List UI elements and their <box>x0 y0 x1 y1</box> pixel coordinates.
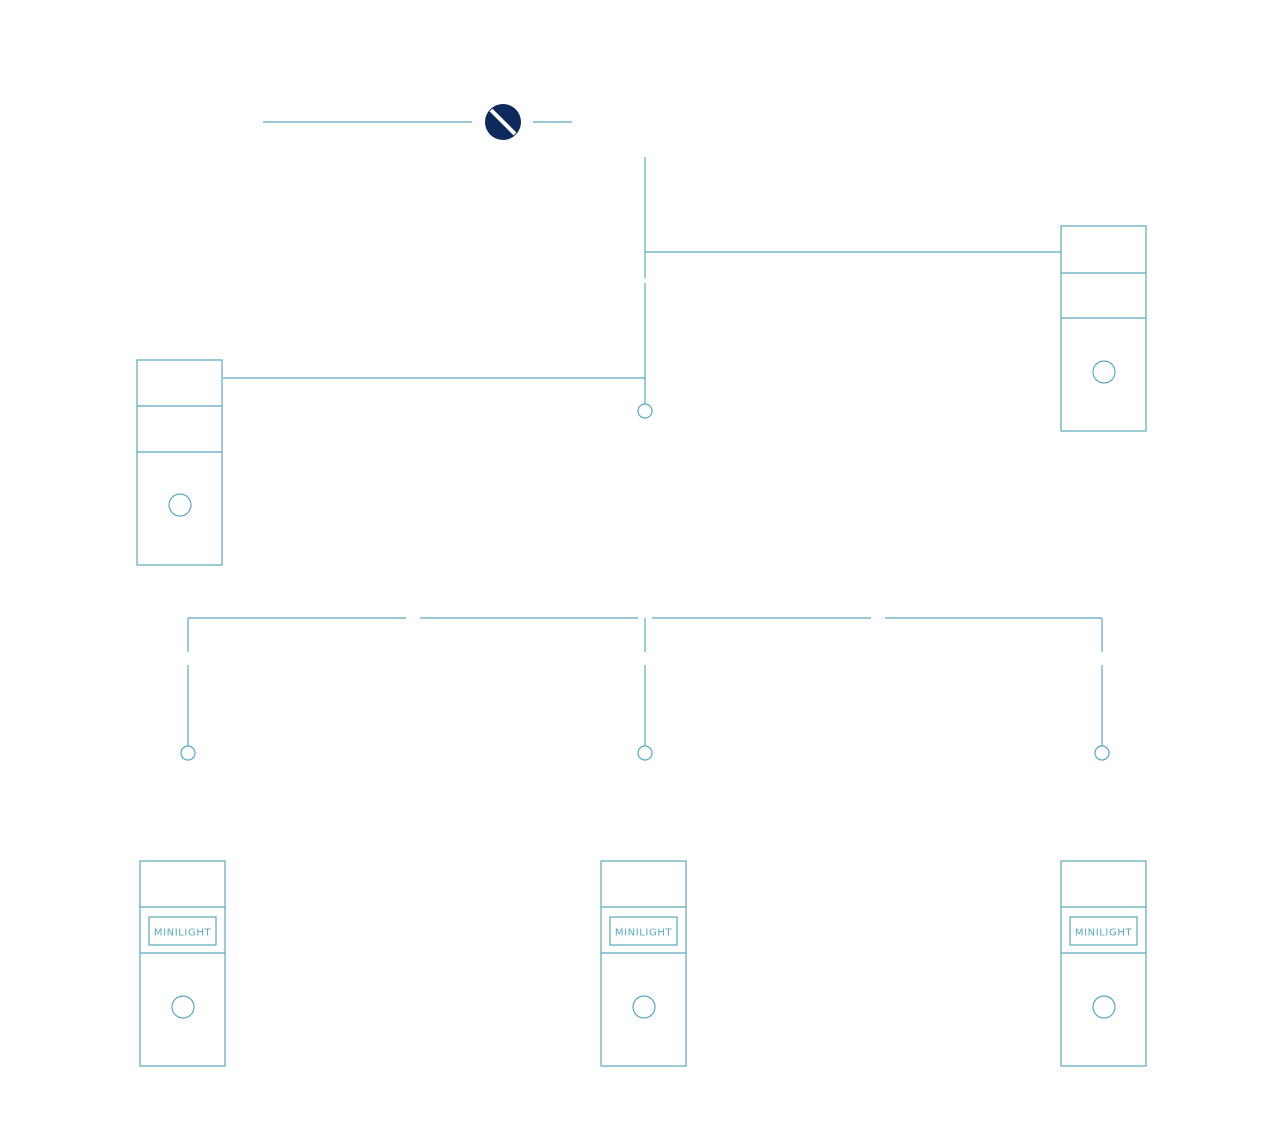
disabled-toggle-icon[interactable] <box>485 104 521 140</box>
unit-button-icon[interactable] <box>1092 995 1116 1019</box>
unit-label-box <box>148 916 217 946</box>
connector-node-icon <box>1094 745 1110 761</box>
minilight-unit: MINILIGHT <box>1060 860 1147 1067</box>
unit-label: MINILIGHT <box>1075 928 1133 939</box>
unit-frame <box>136 359 223 566</box>
unit-frame <box>139 860 226 1067</box>
unit-button-icon[interactable] <box>632 995 656 1019</box>
unit-frame <box>1060 860 1147 1067</box>
connector-node-icon <box>637 745 653 761</box>
unit-left <box>136 359 223 566</box>
unit-label-box <box>609 916 678 946</box>
minilight-unit: MINILIGHT <box>600 860 687 1067</box>
unit-button-icon[interactable] <box>171 995 195 1019</box>
unit-button-icon[interactable] <box>168 493 192 517</box>
connector-node-icon <box>637 403 653 419</box>
unit-frame <box>1060 225 1147 432</box>
unit-frame <box>600 860 687 1067</box>
unit-label: MINILIGHT <box>154 928 212 939</box>
connector-node-icon <box>180 745 196 761</box>
unit-right <box>1060 225 1147 432</box>
unit-button-icon[interactable] <box>1092 360 1116 384</box>
unit-label: MINILIGHT <box>615 928 673 939</box>
unit-label-box <box>1069 916 1138 946</box>
minilight-unit: MINILIGHT <box>139 860 226 1067</box>
